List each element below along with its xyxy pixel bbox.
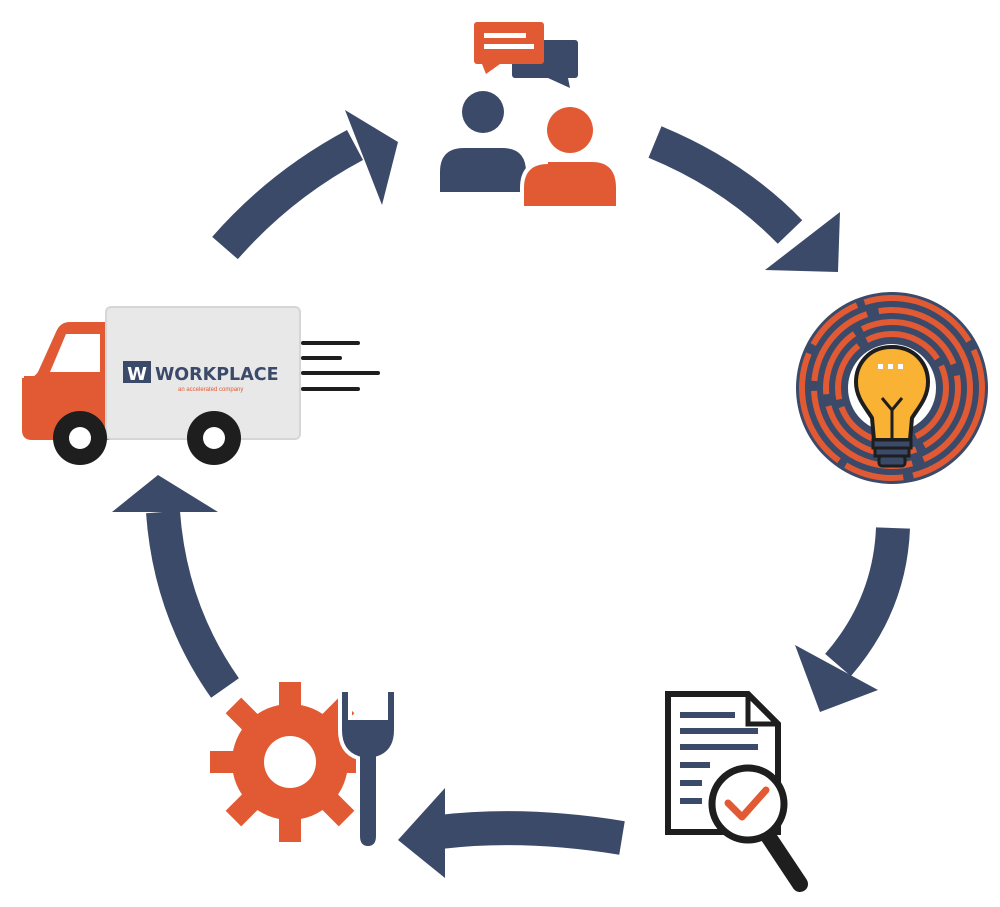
arrow-truck-to-consultation xyxy=(212,110,398,260)
cycle-arrows xyxy=(112,110,910,878)
document-review-icon xyxy=(665,691,808,892)
idea-lightbulb-icon xyxy=(796,292,988,484)
delivery-truck-icon: W WORKPLACE an accelerated company xyxy=(22,306,380,465)
speed-lines xyxy=(301,341,380,391)
arrow-consultation-to-idea xyxy=(648,126,840,272)
gear-wrench-icon xyxy=(210,682,398,851)
arrow-idea-to-review xyxy=(795,527,910,712)
arrow-review-to-build xyxy=(398,788,625,878)
workplace-logo: W WORKPLACE an accelerated company xyxy=(123,361,279,393)
consultation-chat-icon xyxy=(440,22,616,206)
logo-mark: W xyxy=(127,364,147,385)
arrow-build-to-delivery xyxy=(112,475,239,698)
logo-name: WORKPLACE xyxy=(155,365,279,385)
logo-tagline: an accelerated company xyxy=(178,387,243,393)
